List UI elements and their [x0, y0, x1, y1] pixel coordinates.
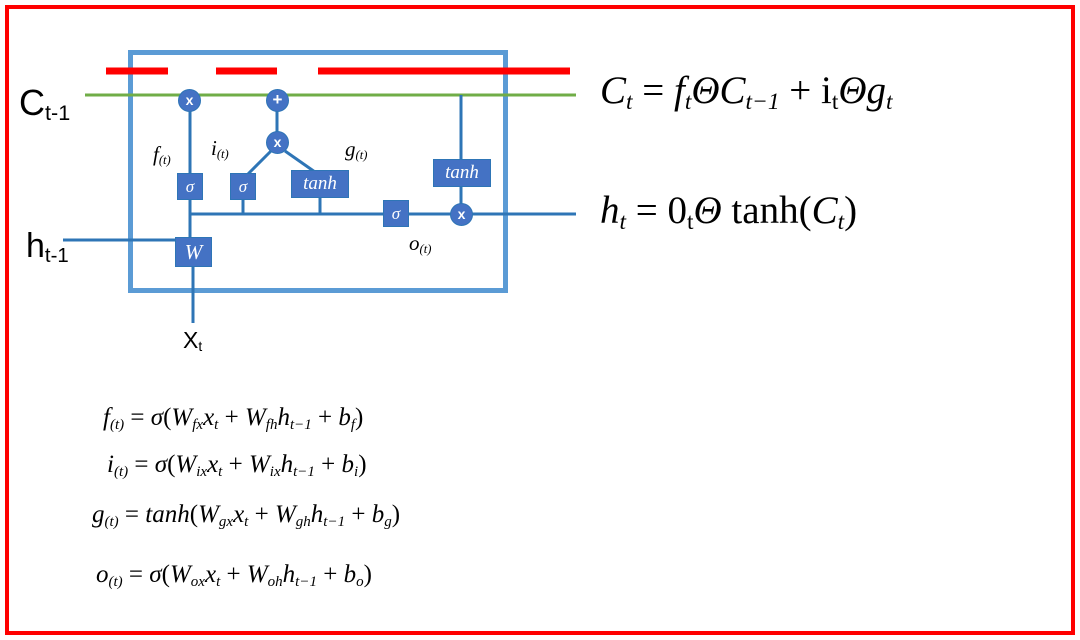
forget-gate-label: f(t) [153, 142, 171, 168]
weight-box: W [175, 237, 212, 267]
output-gate-label: o(t) [409, 231, 432, 257]
sigma-output-box: σ [383, 200, 409, 227]
input-gate-label: i(t) [211, 136, 229, 162]
x-input-label: Xt [183, 327, 203, 355]
c-prev-label: Ct-1 [19, 82, 71, 126]
forget-multiply-op: x [178, 89, 201, 112]
input-equation: i(t) = σ(Wixxt + Wixht−1 + bi) [107, 451, 367, 480]
cell-state-equation: Ct = ftΘCt−1 + itΘgt [600, 69, 893, 115]
sigma-input-box: σ [230, 173, 256, 200]
input-gate-wire [245, 149, 273, 177]
candidate-gate-wire [284, 149, 316, 174]
forget-equation: f(t) = σ(Wfxxt + Wfhht−1 + bf) [103, 404, 364, 433]
tanh-candidate-box: tanh [291, 170, 349, 198]
output-equation: o(t) = σ(Woxxt + Wohht−1 + bo) [96, 561, 372, 590]
lstm-cell-boundary [128, 50, 508, 293]
candidate-equation: g(t) = tanh(Wgxxt + Wghht−1 + bg) [92, 501, 401, 530]
hidden-state-equation: ht = 0tΘ tanh(Ct) [600, 189, 858, 235]
output-multiply-op: x [450, 203, 473, 226]
input-multiply-op: x [266, 131, 289, 154]
state-add-op: + [266, 89, 289, 112]
tanh-output-box: tanh [433, 159, 491, 187]
h-prev-label: ht-1 [26, 227, 69, 268]
sigma-forget-box: σ [177, 173, 203, 200]
candidate-gate-label: g(t) [345, 137, 368, 163]
